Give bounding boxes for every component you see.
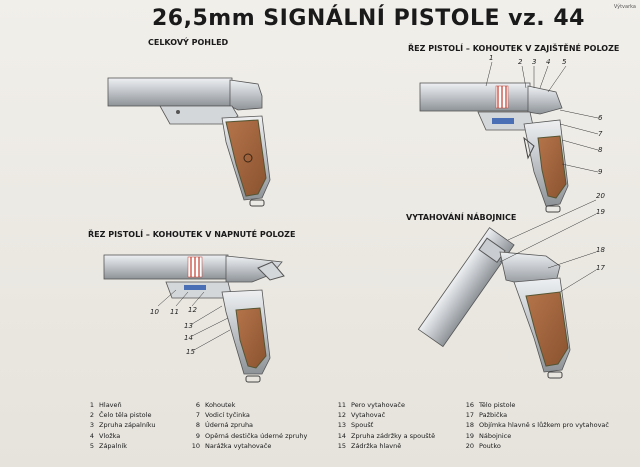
corner-tag: Výtvarka: [613, 4, 636, 10]
callout-20: 20: [596, 192, 605, 200]
heading-section-cocked: ŘEZ PISTOLÍ – KOHOUTEK V NAPNUTÉ POLOZE: [88, 230, 296, 239]
callout-6: 6: [598, 114, 603, 122]
callout-18: 18: [596, 246, 605, 254]
heading-section-safe: ŘEZ PISTOLÍ – KOHOUTEK V ZAJIŠTĚNÉ POLOZ…: [408, 44, 620, 53]
pistol-section-cocked: 10 11 12 13 14 15: [103, 254, 285, 383]
callout-7: 7: [598, 130, 603, 138]
callout-15: 15: [186, 348, 195, 356]
callout-5: 5: [562, 58, 567, 66]
callout-9: 9: [598, 168, 603, 176]
callout-8: 8: [598, 146, 603, 154]
callout-14: 14: [184, 334, 193, 342]
callout-1: 1: [489, 54, 493, 62]
pistol-extraction-view: 20 19 18 17: [417, 192, 605, 379]
callout-3: 3: [532, 58, 536, 66]
callout-11: 11: [170, 308, 179, 316]
callout-10: 10: [150, 308, 159, 316]
heading-overall-view: CELKOVÝ POHLED: [148, 38, 229, 47]
callout-13: 13: [184, 322, 193, 330]
heading-extraction: VYTAHOVÁNÍ NÁBOJNICE: [406, 213, 517, 222]
callout-2: 2: [518, 58, 523, 66]
callout-4: 4: [546, 58, 550, 66]
pistol-section-safe: 1 2 3 4 5 6 7 8 9: [419, 54, 603, 213]
pistol-overall-view: [107, 77, 271, 207]
callout-19: 19: [596, 208, 605, 216]
callout-12: 12: [188, 306, 197, 314]
callout-17: 17: [596, 264, 605, 272]
poster-title: 26,5mm SIGNÁLNÍ PISTOLE vz. 44: [152, 6, 585, 31]
